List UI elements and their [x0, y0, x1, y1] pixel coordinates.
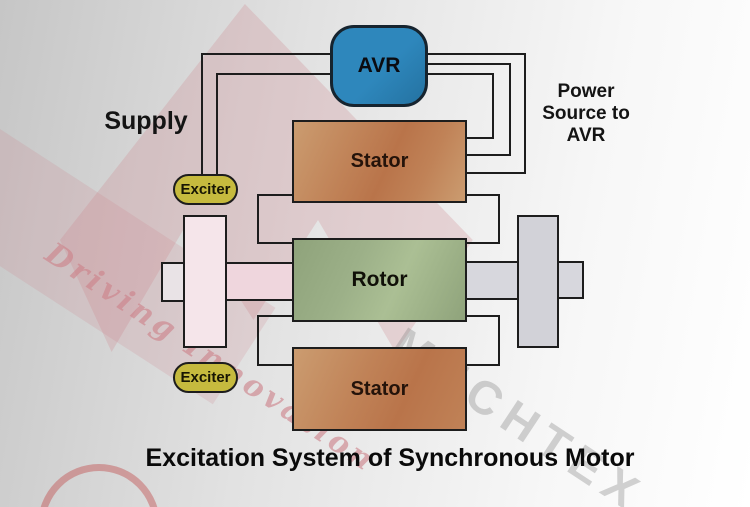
- shaft-right: [465, 261, 519, 300]
- supply-label: Supply: [104, 107, 188, 135]
- exciter-top-badge: Exciter: [173, 174, 238, 205]
- bearing-left: [183, 215, 227, 348]
- stator-bottom-label: Stator: [350, 377, 409, 400]
- exciter-bottom-label: Exciter: [180, 369, 231, 386]
- avr-label: AVR: [357, 54, 401, 77]
- exciter-bottom-badge: Exciter: [173, 362, 238, 393]
- power-source-line-1: Power: [557, 81, 615, 102]
- avr-box: AVR: [330, 25, 428, 107]
- shaft-left: [225, 262, 294, 301]
- rotor-box: Rotor: [292, 238, 467, 322]
- supply-wire-outer: [201, 53, 330, 174]
- avr-power-wire-outer: [428, 53, 526, 174]
- shaft-end-cap-right: [557, 261, 584, 299]
- power-source-label: Power Source to AVR: [527, 81, 645, 147]
- diagram-title: Excitation System of Synchronous Motor: [145, 444, 635, 472]
- stator-bottom-box: Stator: [292, 347, 467, 431]
- power-source-line-2: Source to: [542, 103, 630, 124]
- flywheel-right: [517, 215, 559, 348]
- avr-power-wire-middle: [428, 63, 511, 156]
- rotor-label: Rotor: [351, 268, 408, 291]
- stator-top-label: Stator: [350, 150, 409, 172]
- shaft-end-cap-left: [161, 262, 185, 302]
- exciter-top-label: Exciter: [180, 181, 231, 198]
- stator-top-box: Stator: [292, 120, 467, 203]
- supply-wire-inner: [216, 73, 330, 174]
- power-source-line-3: AVR: [566, 125, 606, 146]
